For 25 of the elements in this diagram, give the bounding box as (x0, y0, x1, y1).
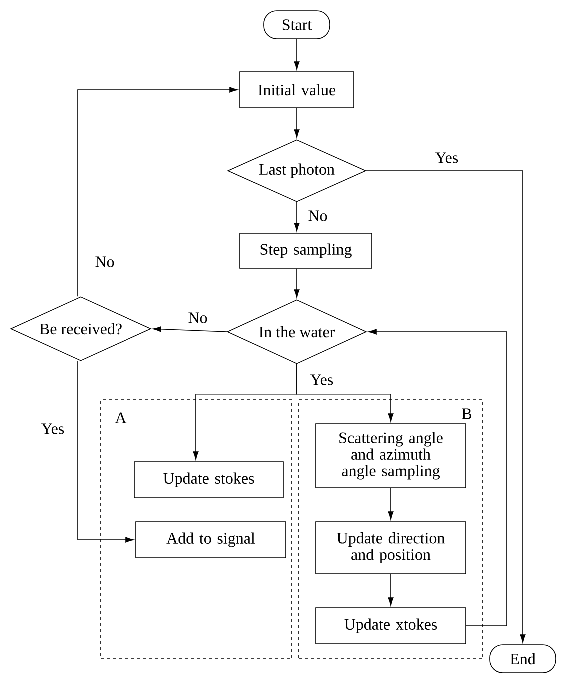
process-box: Add to signal (136, 522, 286, 558)
process-box: Initial value (240, 72, 354, 108)
arrow (294, 202, 300, 232)
arrow (296, 364, 394, 422)
process-box: Scattering angle and azimuth angle sampling (316, 424, 466, 488)
arrow (388, 488, 394, 520)
process-box: Update stokes (134, 462, 284, 498)
edge-label: No (94, 256, 116, 268)
edge-label: No (187, 312, 209, 324)
arrow (294, 108, 300, 138)
arrow (388, 574, 394, 606)
arrow (78, 87, 238, 297)
arrow (368, 329, 508, 626)
arrow (294, 39, 300, 70)
arrow (366, 170, 526, 643)
edge-label: Yes (309, 374, 335, 386)
edge-label: Yes (434, 152, 460, 164)
arrow (294, 268, 300, 298)
edge-label: No (307, 210, 329, 222)
process-box: Step sampling (240, 233, 372, 269)
arrow (78, 361, 134, 543)
process-box: Update direction and position (316, 522, 466, 574)
process-box: Update xtokes (316, 608, 466, 644)
edge-label: Yes (40, 422, 66, 436)
arrow (153, 326, 228, 332)
